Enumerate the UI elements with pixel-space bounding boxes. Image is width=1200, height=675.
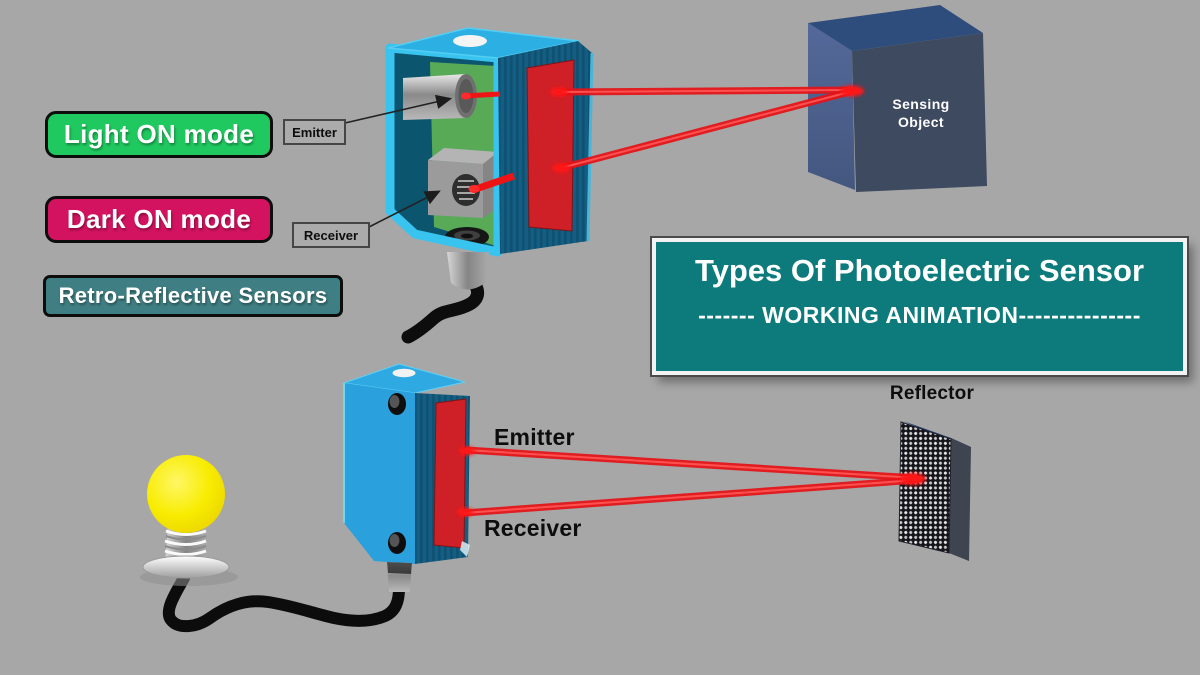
- leader-lines: [344, 94, 453, 228]
- emitter-beam-label: Emitter: [494, 424, 575, 450]
- page-subtitle: ------- WORKING ANIMATION---------------: [698, 302, 1141, 328]
- through-beam-rays: [550, 85, 864, 173]
- sensor-window: [526, 59, 575, 232]
- sensing-object: [808, 5, 987, 192]
- light-on-mode-label: Light ON mode: [63, 119, 255, 149]
- bottom-sensor: [343, 363, 470, 564]
- retro-reflective-rays: [457, 446, 926, 517]
- dark-on-mode-label: Dark ON mode: [66, 204, 252, 234]
- sensor-window: [433, 398, 467, 549]
- title-panel: Types Of Photoelectric Sensor ------- WO…: [652, 238, 1187, 375]
- indicator-bulb: [140, 455, 412, 633]
- dark-on-mode-button[interactable]: Dark ON mode: [45, 196, 273, 243]
- retro-reflective-label: Retro-Reflective Sensors: [58, 283, 328, 308]
- bulb-glass: [147, 455, 225, 533]
- retro-reflective-sensors-button[interactable]: Retro-Reflective Sensors: [43, 275, 343, 317]
- sensor-cable: [401, 268, 484, 344]
- sensing-object-label: Sensing Object: [892, 96, 950, 131]
- page-title: Types Of Photoelectric Sensor: [694, 253, 1145, 288]
- cable-gland: [447, 252, 489, 290]
- reflector: [898, 421, 971, 561]
- mounting-screws: [388, 393, 406, 554]
- light-on-mode-button[interactable]: Light ON mode: [45, 111, 273, 158]
- receiver-beam-label: Receiver: [484, 515, 582, 541]
- receiver-callout: Receiver: [292, 222, 370, 248]
- power-cable: [162, 572, 405, 633]
- top-sensor: [385, 27, 594, 344]
- reflector-label: Reflector: [889, 383, 975, 404]
- emitter-callout: Emitter: [283, 119, 346, 145]
